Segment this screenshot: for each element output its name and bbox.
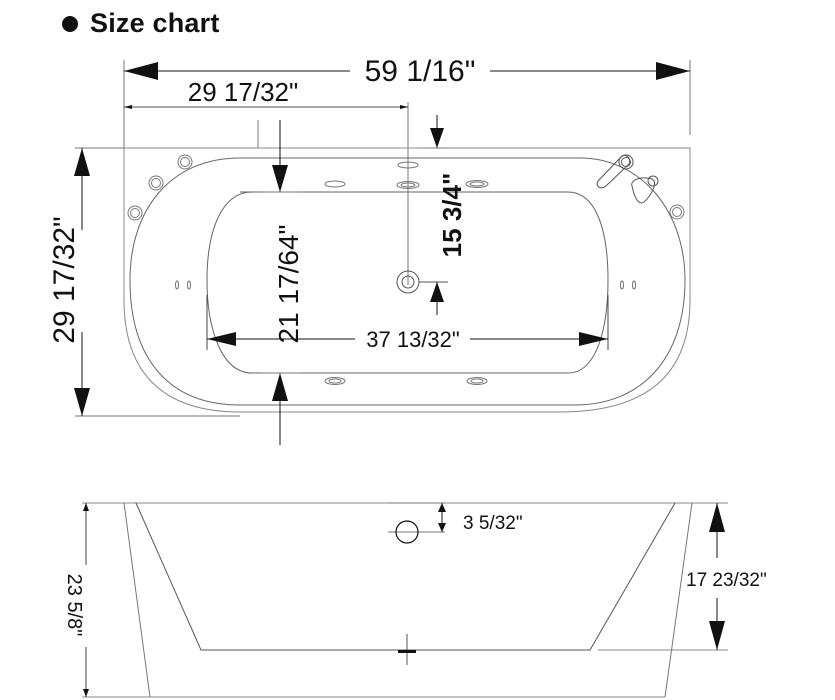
faucet-handle bbox=[596, 154, 659, 204]
inner-length-dimension: 37 13/32" bbox=[206, 295, 609, 352]
overall-width-dimension: 29 17/32" bbox=[48, 148, 90, 416]
drain-mark bbox=[398, 634, 416, 665]
inner-width-dimension: 21 17/64" bbox=[262, 120, 304, 445]
chart-title: Size chart bbox=[62, 8, 220, 39]
overall-height-label: 23 5/8" bbox=[63, 574, 85, 637]
top-view: 59 1/16" 29 17/32" bbox=[48, 55, 691, 445]
inner-length-label: 37 13/32" bbox=[366, 327, 459, 352]
inner-depth-label: 17 23/32" bbox=[686, 570, 767, 591]
overall-length-label: 59 1/16" bbox=[365, 55, 476, 88]
drain-offset-dimension: 29 17/32" bbox=[124, 77, 408, 148]
inner-width-label: 21 17/64" bbox=[273, 225, 304, 344]
overall-length-dimension: 59 1/16" bbox=[124, 55, 690, 88]
drain-to-back-dimension: 15 3/4" bbox=[419, 115, 467, 315]
inner-depth-dimension: 17 23/32" bbox=[686, 503, 767, 650]
overflow-depth-label: 3 5/32" bbox=[463, 513, 523, 534]
overflow bbox=[388, 502, 445, 544]
bullet-icon bbox=[62, 15, 78, 32]
side-view: 23 5/8" 3 5/32" 17 23/32" bbox=[62, 502, 767, 698]
drain-offset-label: 29 17/32" bbox=[188, 77, 298, 107]
drain-to-back-label: 15 3/4" bbox=[437, 173, 467, 258]
overall-height-dimension: 23 5/8" bbox=[62, 503, 92, 697]
overflow-depth-dimension: 3 5/32" bbox=[438, 503, 523, 534]
tub-outline-top bbox=[75, 147, 691, 417]
title-text: Size chart bbox=[90, 8, 220, 38]
jets bbox=[127, 154, 685, 385]
overall-width-label: 29 17/32" bbox=[48, 216, 81, 343]
